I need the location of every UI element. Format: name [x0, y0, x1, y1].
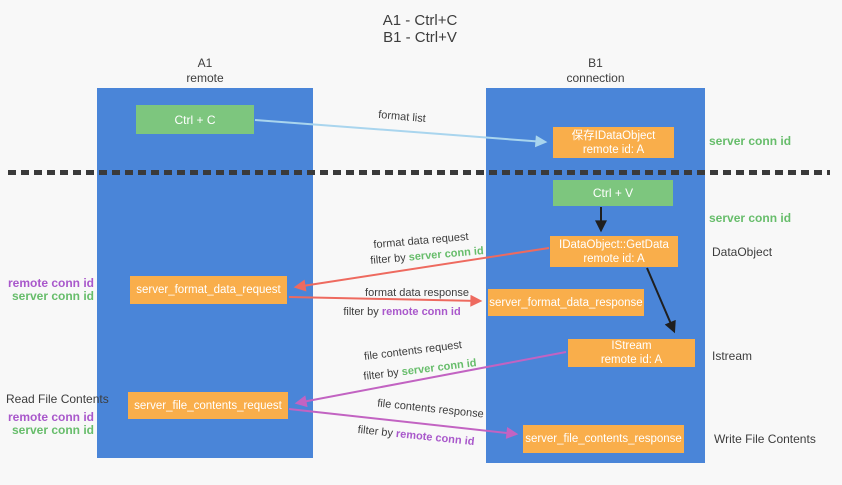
format-data-response-label: format data response — [365, 287, 469, 299]
server-format-data-response-node: server_format_data_response — [488, 289, 644, 316]
lane-a1-name: A1 — [197, 56, 213, 70]
left-server-conn-id-2: server conn id — [11, 423, 94, 437]
dataobject-label: DataObject — [712, 245, 773, 259]
phase-separator-dotted-line — [8, 170, 830, 175]
format-list-label: format list — [377, 108, 427, 126]
filter-by-text: filter by — [357, 423, 397, 440]
right-server-conn-id-2: server conn id — [709, 211, 792, 225]
istream-side-label: Istream — [712, 349, 753, 363]
getdata-line2: remote id: A — [583, 252, 645, 265]
ctrl-c-node: Ctrl + C — [136, 105, 254, 134]
diagram-title: A1 - Ctrl+C B1 - Ctrl+V — [300, 12, 540, 46]
lane-header-a1: A1 remote — [97, 56, 313, 86]
save-idataobject-node: 保存IDataObject remote id: A — [553, 127, 674, 158]
filter-by-text: filter by — [343, 306, 382, 318]
left-remote-conn-id-1: remote conn id — [7, 276, 94, 290]
write-file-contents-label: Write File Contents — [714, 432, 816, 446]
server-format-data-response-label: server_format_data_response — [489, 296, 643, 309]
file-contents-response-label: file contents response — [376, 397, 485, 421]
server-file-contents-request-node: server_file_contents_request — [128, 392, 288, 419]
ctrl-c-label: Ctrl + C — [174, 112, 216, 127]
server-file-contents-request-label: server_file_contents_request — [134, 399, 282, 412]
left-remote-conn-id-2: remote conn id — [7, 410, 94, 424]
title-line-1: A1 - Ctrl+C — [382, 12, 458, 29]
filter-by-text: filter by — [369, 251, 410, 267]
read-file-contents-label: Read File Contents — [6, 392, 109, 406]
server-conn-id-text: server conn id — [408, 245, 485, 264]
save-idataobject-line2: remote id: A — [582, 143, 645, 156]
server-conn-id-text: server conn id — [401, 357, 478, 379]
save-idataobject-line1: 保存IDataObject — [571, 129, 656, 142]
lane-header-b1: B1 connection — [486, 56, 705, 86]
server-format-data-request-node: server_format_data_request — [130, 276, 287, 304]
file-contents-response-filter-label: filter by remote conn id — [351, 423, 482, 449]
left-server-conn-id-1: server conn id — [11, 289, 94, 303]
filter-by-text: filter by — [362, 366, 403, 383]
lane-a1-role: remote — [186, 71, 224, 85]
format-data-response-filter-label: filter by remote conn id — [337, 306, 467, 318]
istream-line1: IStream — [611, 340, 652, 352]
server-file-contents-response-node: server_file_contents_response — [523, 425, 684, 453]
ctrl-v-node: Ctrl + V — [553, 180, 673, 206]
right-server-conn-id-1: server conn id — [709, 134, 792, 148]
server-format-data-request-label: server_format_data_request — [136, 284, 281, 296]
lane-b1-role: connection — [566, 71, 625, 85]
istream-node: IStream remote id: A — [568, 339, 695, 367]
lane-b1-name: B1 — [588, 56, 603, 70]
server-file-contents-response-label: server_file_contents_response — [525, 433, 682, 445]
remote-conn-id-text: remote conn id — [395, 427, 475, 449]
remote-conn-id-text: remote conn id — [381, 306, 461, 318]
title-line-2: B1 - Ctrl+V — [383, 29, 457, 46]
idataobject-getdata-node: IDataObject::GetData remote id: A — [550, 236, 678, 267]
ctrl-v-label: Ctrl + V — [592, 186, 634, 200]
istream-line2: remote id: A — [600, 354, 663, 366]
getdata-line1: IDataObject::GetData — [559, 238, 669, 251]
